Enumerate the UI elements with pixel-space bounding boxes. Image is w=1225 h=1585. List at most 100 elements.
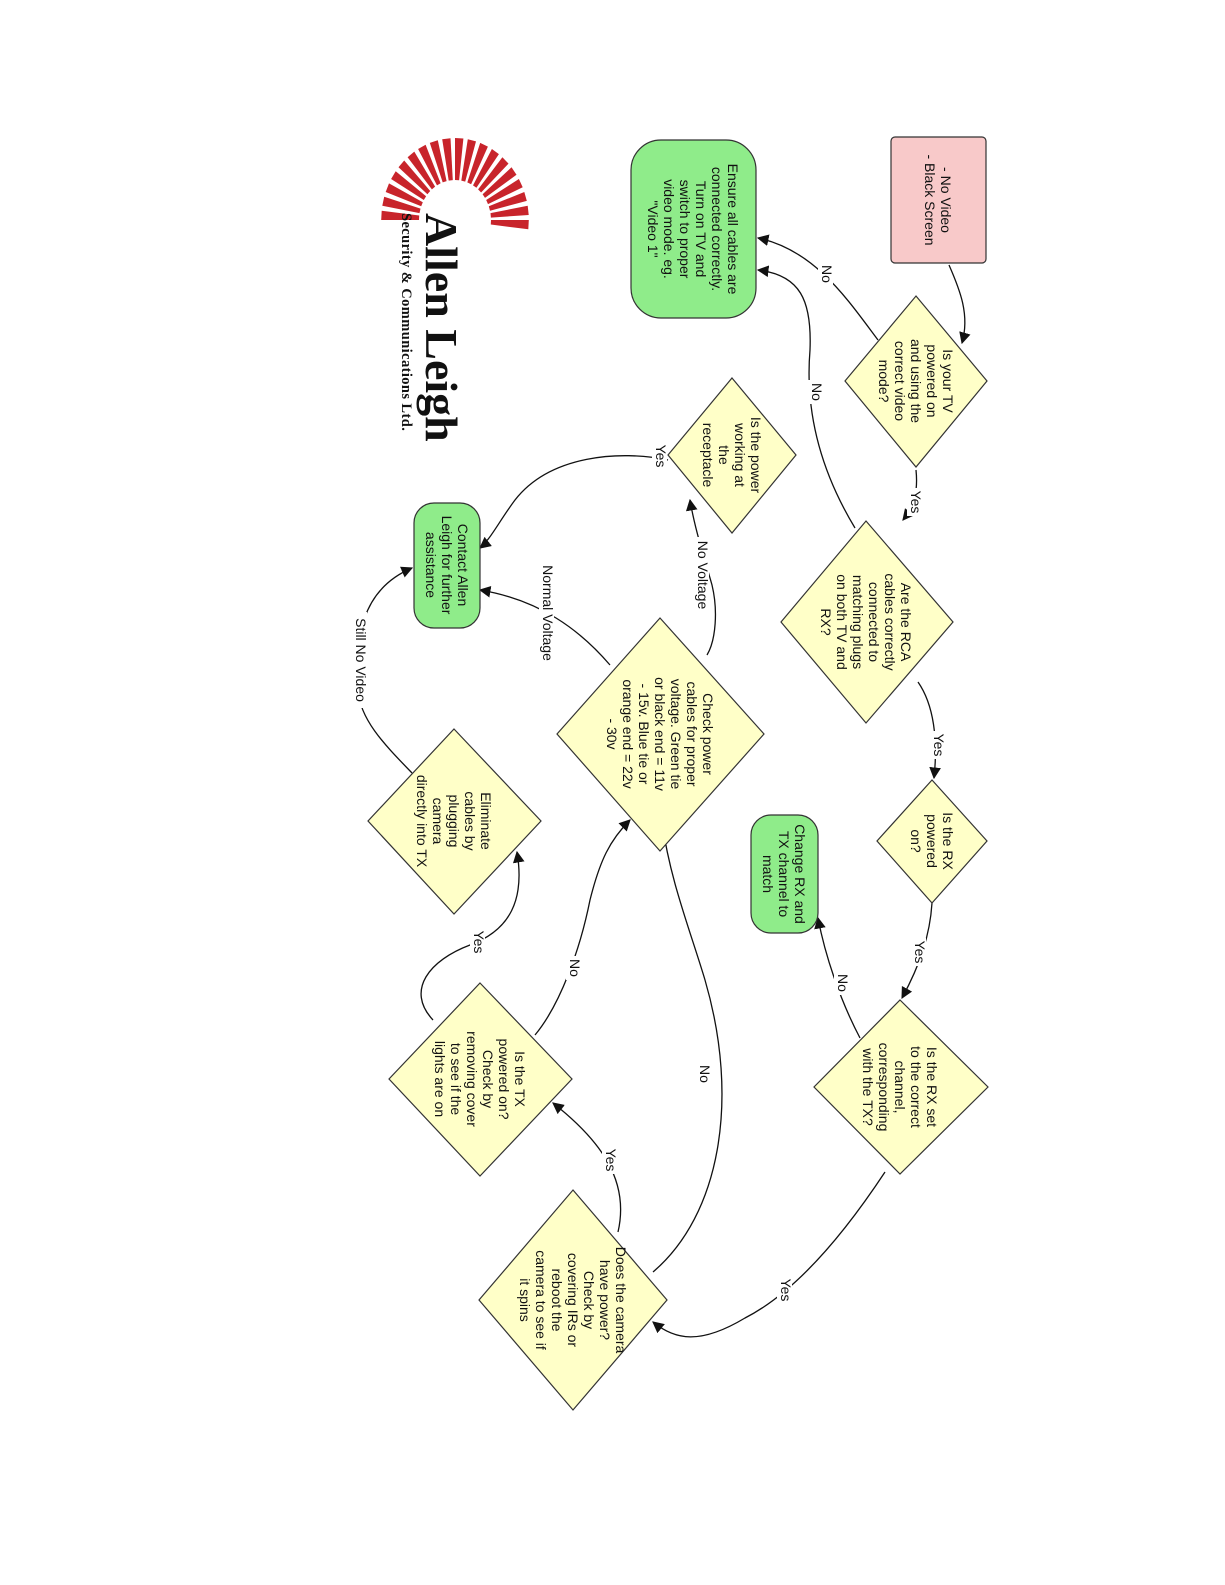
label-rca-yes: Yes [931, 734, 947, 757]
logo-ray [381, 210, 420, 220]
tv-power-decision [844, 295, 988, 468]
label-camera-yes: Yes [603, 1149, 619, 1172]
edge-rxc-yes [652, 1171, 886, 1338]
label-rxc-no: No [835, 974, 851, 992]
text-line: Check power [700, 693, 716, 775]
contact-node [413, 502, 481, 629]
text-line: match [760, 855, 776, 893]
text-line: connected correctly. [709, 167, 725, 291]
logo-ray [482, 167, 517, 198]
power-receptacle-label: Is the powerworking atthereceptacle [700, 417, 764, 494]
text-line: matching plugs [850, 575, 866, 669]
logo-ray [490, 220, 529, 230]
text-line: Ensure all cables are [725, 164, 741, 295]
label-still-no-video: Still No Video [353, 618, 369, 702]
text-line: receptacle [700, 423, 716, 488]
rx-channel-label: Is the RX setto the correctchannel,corre… [860, 1043, 940, 1132]
text-line: - Black Screen [922, 154, 938, 245]
rca-cables-decision [780, 520, 954, 724]
start-label: - No Video- Black Screen [922, 154, 954, 245]
check-voltage-label: Check powercables for propervoltage. Gre… [604, 677, 716, 791]
text-line: switch to proper [677, 180, 693, 279]
tx-powered-label: Is the TXpowered on?Check byremoving cov… [432, 1031, 528, 1127]
text-line: Contact Allen [455, 524, 471, 607]
camera-power-label: Does the camerahave power?Check bycoveri… [517, 1247, 629, 1354]
change-channel-node [750, 814, 819, 934]
eliminate-cables-text: Eliminatecables bypluggingcameradirectly… [414, 775, 494, 868]
power-receptacle-text: Is the powerworking atthereceptacle [700, 417, 764, 494]
rx-channel-text: Is the RX setto the correctchannel,corre… [860, 1043, 940, 1132]
text-line: reboot the [549, 1268, 565, 1331]
text-line: TX channel to [776, 831, 792, 918]
text-line: mode? [876, 360, 892, 403]
ensure-cables-text: Ensure all cables areconnected correctly… [645, 164, 741, 295]
logo-ray [490, 205, 529, 218]
change-channel-text: Change RX andTX channel tomatch [760, 824, 808, 924]
start-text: - No Video- Black Screen [922, 154, 954, 245]
logo-ray [429, 140, 447, 183]
label-tv-yes: Yes [908, 491, 924, 514]
ensure-cables-label: Ensure all cables areconnected correctly… [645, 164, 741, 295]
text-line: corresponding [876, 1043, 892, 1132]
nodes [367, 136, 989, 1411]
camera-power-decision [478, 1189, 668, 1411]
company-logo: Allen Leigh Security & Communications Lt… [381, 138, 529, 442]
start-node [890, 136, 987, 264]
logo-ray [442, 138, 453, 181]
logo-ray [407, 151, 436, 190]
label-rca-no: No [809, 383, 825, 401]
logo-name: Allen Leigh [416, 213, 467, 442]
check-voltage-decision [556, 617, 765, 852]
logo-ray [398, 160, 431, 195]
text-line: camera [430, 798, 446, 845]
logo-ray [473, 149, 499, 188]
text-line: Check by [480, 1050, 496, 1108]
text-line: on? [908, 829, 924, 853]
text-line: with the TX? [860, 1047, 876, 1126]
text-line: Is your TV [940, 349, 956, 413]
label-tx-no: No [567, 959, 583, 977]
text-line: - No Video [938, 167, 954, 233]
logo-ray [461, 139, 476, 182]
power-receptacle-decision [667, 377, 797, 534]
text-line: Are the RCA [898, 583, 914, 662]
text-line: Change RX and [792, 824, 808, 924]
text-line: cables for proper [684, 681, 700, 786]
text-line: "Video 1" [645, 200, 661, 257]
logo-ray [478, 157, 509, 193]
edge-rca-yes [917, 681, 941, 780]
text-line: powered on [924, 344, 940, 417]
text-line: Eliminate [478, 792, 494, 850]
edge-start-to-tv [948, 264, 971, 345]
rca-cables-text: Are the RCAcables correctlyconnected tom… [818, 573, 914, 670]
text-line: video mode. eg. [661, 179, 677, 279]
text-line: powered [924, 814, 940, 868]
tv-power-label: Is your TVpowered onand using thecorrect… [876, 339, 956, 423]
text-line: plugging [446, 795, 462, 848]
text-line: Is the power [748, 417, 764, 494]
text-line: - 15v. Blue tie or [636, 684, 652, 785]
text-line: Turn on TV and [693, 181, 709, 278]
text-line: Leigh for further [439, 516, 455, 615]
edge-voltage-normal [478, 585, 611, 666]
text-line: correct video [892, 341, 908, 421]
logo-ray [488, 192, 527, 211]
text-line: powered on? [496, 1039, 512, 1120]
contact-label: Contact AllenLeigh for furtherassistance [423, 516, 471, 615]
text-line: camera to see if [533, 1250, 549, 1350]
rca-cables-label: Are the RCAcables correctlyconnected tom… [818, 573, 914, 670]
text-line: covering IRs or [565, 1253, 581, 1347]
text-line: connected to [866, 582, 882, 662]
label-camera-no: No [697, 1065, 713, 1083]
text-line: working at [732, 422, 748, 487]
eliminate-cables-label: Eliminatecables bypluggingcameradirectly… [414, 775, 494, 868]
text-line: cables by [462, 791, 478, 850]
camera-power-text: Does the camerahave power?Check bycoveri… [517, 1247, 629, 1354]
tx-powered-decision [388, 982, 573, 1177]
rx-powered-decision [876, 779, 988, 904]
label-rxp-yes: Yes [912, 941, 928, 964]
logo-ray [486, 179, 523, 205]
label-tv-no: No [819, 265, 835, 283]
text-line: to see if the [448, 1043, 464, 1116]
text-line: assistance [423, 532, 439, 598]
